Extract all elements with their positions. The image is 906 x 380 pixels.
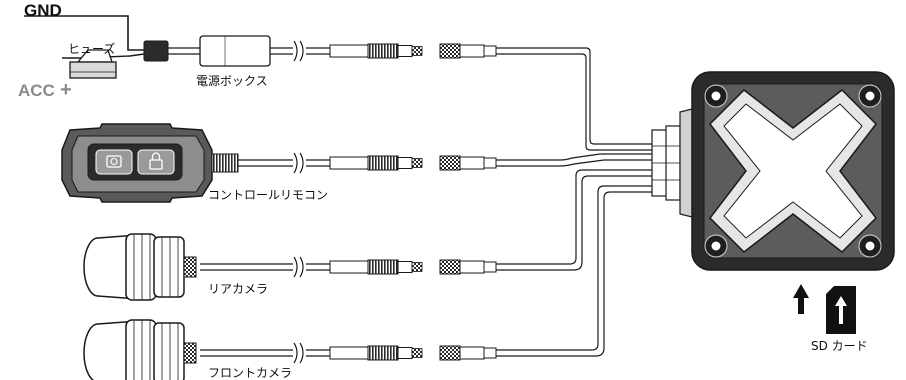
up-arrow-icon — [793, 284, 809, 314]
camera-icon — [106, 155, 122, 168]
remote-label: コントロールリモコン — [208, 188, 329, 202]
rear-camera-label: リアカメラ — [208, 282, 269, 296]
power-plug — [143, 40, 169, 62]
fuse — [69, 49, 117, 79]
acc-plus-label: + — [60, 79, 72, 101]
cables-left — [168, 47, 293, 357]
gnd-wire — [24, 15, 144, 51]
lock-icon — [149, 152, 163, 170]
main-unit — [651, 71, 895, 271]
acc-label: ACC — [18, 81, 55, 100]
power-box-label: 電源ボックス — [196, 74, 268, 88]
sd-card-label: SD カード — [811, 339, 868, 353]
front-camera — [83, 319, 197, 380]
cables-right — [496, 47, 655, 357]
fuse-label: ヒューズ — [68, 42, 116, 56]
sd-card-icon — [826, 286, 856, 334]
cable-breaks — [293, 40, 304, 364]
female-connectors — [439, 43, 497, 361]
front-camera-label: フロントカメラ — [208, 366, 293, 380]
control-remote — [61, 123, 239, 203]
male-connectors — [329, 43, 423, 361]
rear-camera — [83, 233, 197, 301]
power-box — [199, 35, 271, 67]
gnd-label: GND — [24, 1, 62, 20]
